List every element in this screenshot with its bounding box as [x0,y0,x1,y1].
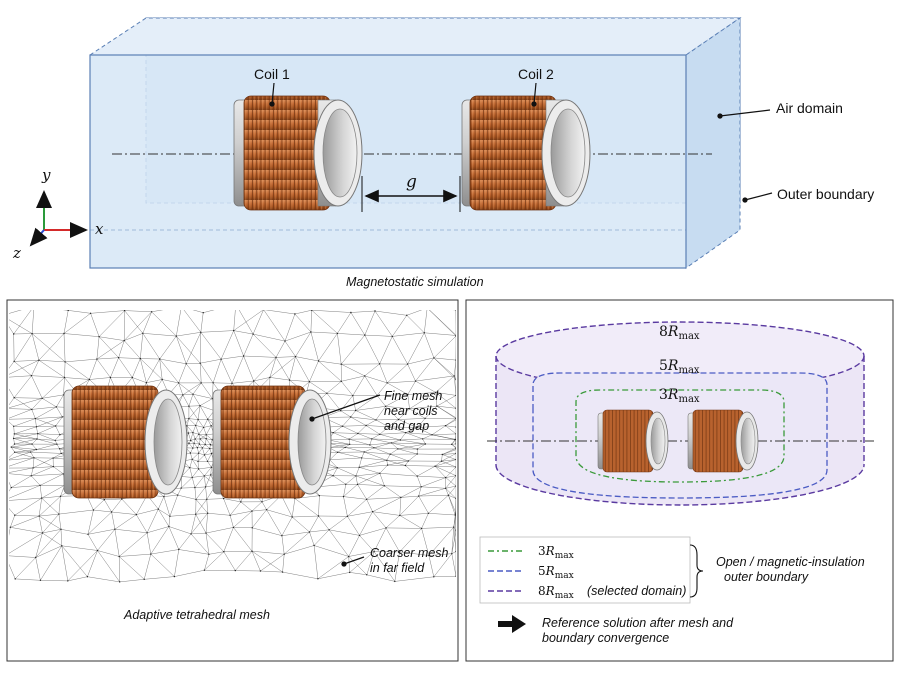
mesh-caption: Adaptive tetrahedral mesh [123,608,270,622]
svg-text:3Rmax: 3Rmax [538,544,574,561]
fine-mesh-label: Fine mesh near coils and gap [384,389,446,433]
coordinate-axes: y x z [12,166,104,262]
coil-1-label: Coil 1 [254,66,290,82]
top-caption: Magnetostatic simulation [346,275,484,289]
outer-boundary-label: Outer boundary [777,186,874,202]
coarse-mesh-leader [341,556,365,567]
air-domain-label: Air domain [776,100,843,116]
legend-brace [689,544,704,598]
small-coil-right [687,409,759,473]
axis-x-label: x [95,220,104,238]
small-coil-left [597,409,669,473]
reference-text: Reference solution after mesh and bounda… [542,616,737,645]
legend-item-5r: 5Rmax [488,564,574,581]
air-domain-leader [717,109,771,119]
gap-label: g [406,172,417,192]
mesh-coil-left [63,385,188,499]
mesh-coil-right [212,385,332,499]
coil-2-label: Coil 2 [518,66,554,82]
air-domain-box [88,17,742,269]
axis-y-label: y [41,166,51,184]
coil-2 [461,95,591,211]
svg-text:(selected domain): (selected domain) [587,584,686,598]
coil-2-leader [531,82,537,107]
reference-arrow-icon [498,615,526,633]
brace-text: Open / magnetic-insulation outer boundar… [716,555,868,584]
legend-item-3r: 3Rmax [488,544,574,561]
ring-label-8r: 8Rmax [659,324,700,342]
coil-1 [233,95,363,211]
axis-z-label: z [12,244,21,262]
fine-mesh-leader [309,394,381,422]
ring-label-5r: 5Rmax [659,358,700,376]
svg-text:5Rmax: 5Rmax [538,564,574,581]
coarse-mesh-label: Coarser mesh in far field [370,546,452,575]
coil-1-leader [269,82,275,107]
outer-boundary-leader [742,192,773,203]
svg-text:8Rmax: 8Rmax [538,584,574,601]
legend-item-8r: 8Rmax (selected domain) [488,584,686,601]
ring-label-3r: 3Rmax [659,387,700,405]
legend-box [479,536,691,604]
